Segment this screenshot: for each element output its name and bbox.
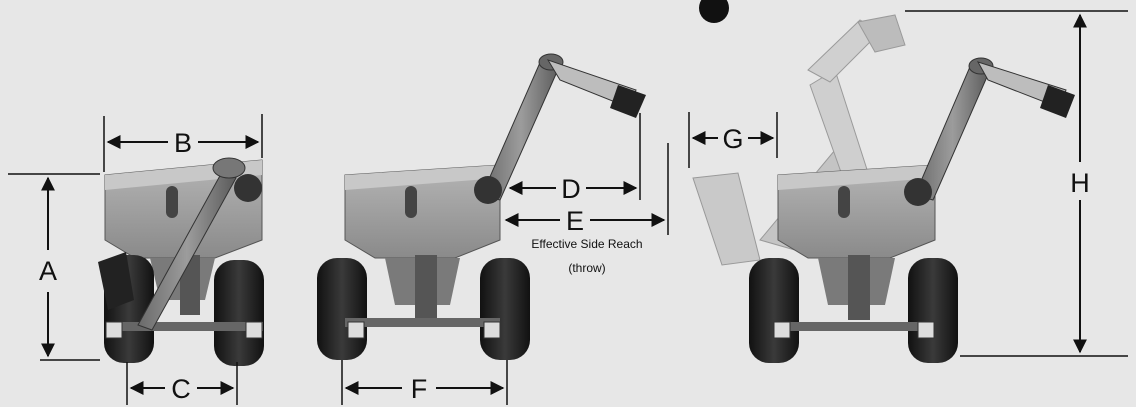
tire-right	[214, 260, 264, 366]
dimension-g: G	[688, 112, 778, 168]
dimension-a: A	[8, 173, 100, 361]
throw-label: (throw)	[568, 261, 605, 275]
dimension-label-h: H	[1070, 168, 1090, 198]
cart-front-view-transport	[98, 157, 264, 366]
effective-side-reach-label: Effective Side Reach	[531, 237, 642, 251]
tire-left	[317, 258, 367, 360]
tire-right	[480, 258, 530, 360]
tire-left	[749, 258, 799, 363]
tire-right	[908, 258, 958, 363]
dimension-label-g: G	[722, 124, 743, 154]
dimension-label-a: A	[39, 256, 57, 286]
top-dot-mark	[699, 0, 729, 23]
dimension-h: H	[905, 10, 1128, 357]
dimension-label-e: E	[566, 206, 584, 236]
dimension-label-b: B	[174, 128, 192, 158]
dimension-f: F	[341, 360, 508, 405]
dimension-d: D	[508, 113, 641, 204]
dimension-label-f: F	[411, 374, 428, 404]
cart-front-view-auger-positions	[692, 14, 1075, 363]
dimension-label-c: C	[171, 374, 191, 404]
dimension-c: C	[126, 362, 238, 405]
dimension-b: B	[103, 114, 263, 172]
cart-front-view-unloading	[317, 53, 646, 360]
dimension-label-d: D	[561, 174, 581, 204]
dimension-e: E Effective Side Reach (throw)	[504, 143, 669, 275]
